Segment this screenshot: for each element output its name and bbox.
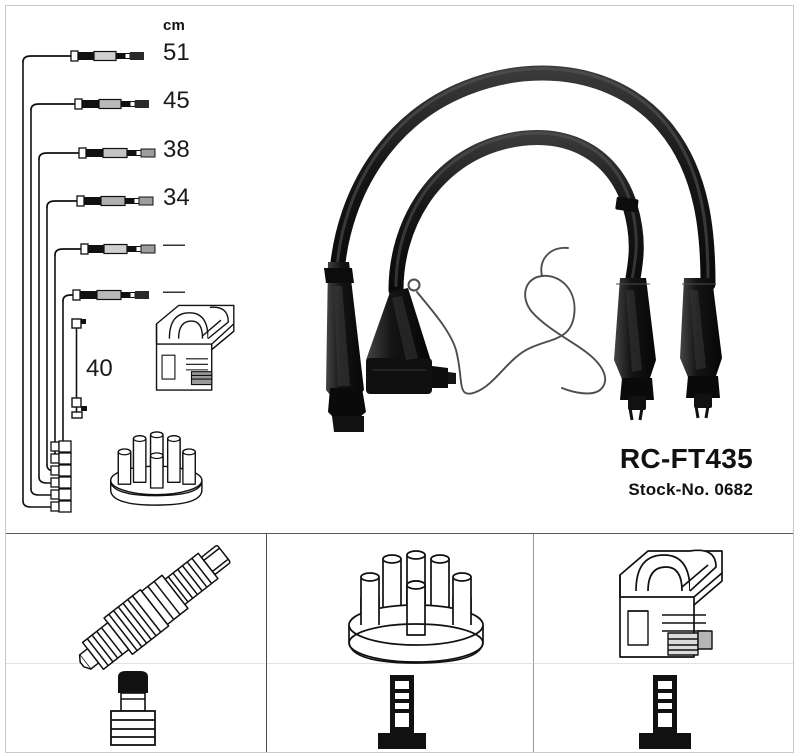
cable-retainer-clip	[615, 196, 639, 213]
lead-row-4	[46, 195, 154, 208]
lead-row-5	[54, 243, 156, 256]
thin-trigger-wire	[416, 246, 607, 395]
frame-left-rule-top	[5, 5, 6, 534]
spark-plug-boot-middle	[614, 278, 656, 421]
spark-plug-boot-right	[680, 278, 722, 419]
coil-terminal-icon	[639, 675, 691, 749]
cable-inner	[388, 130, 644, 298]
lead-length-5: —	[163, 231, 185, 256]
lead-row-3	[38, 147, 156, 160]
frame-top-rule	[5, 5, 794, 6]
ignition-coil-art	[619, 549, 723, 749]
spark-plug-boot-left	[324, 262, 366, 432]
cable-inner-highlight	[394, 131, 638, 287]
distributor-cap-icon	[109, 431, 203, 506]
panel-divider-right	[533, 534, 534, 752]
frame-right-rule-top	[793, 5, 794, 534]
lead-length-3: 38	[163, 136, 190, 163]
panel-coil-connection	[534, 535, 793, 753]
panel-distributor-connection	[267, 535, 532, 753]
ignition-coil-icon	[619, 549, 723, 658]
panel-divider-left	[266, 534, 267, 752]
coil-lead-length: 40	[86, 355, 113, 382]
frame-right-rule-bottom	[793, 533, 794, 752]
cable-set-drawing	[324, 65, 722, 432]
spark-plug-art	[78, 545, 231, 746]
panel-spark-plug-connection	[6, 535, 265, 753]
product-caption: RC-FT435 Stock-No. 0682	[620, 444, 753, 500]
panel-inner-divider	[267, 663, 532, 664]
schematic-drawing	[22, 50, 235, 513]
product-photo	[280, 40, 790, 440]
lead-row-1	[22, 50, 144, 63]
lead-length-6: —	[163, 278, 185, 303]
lead-length-1: 51	[163, 39, 190, 66]
frame-left-rule-bottom	[5, 533, 6, 752]
unit-label: cm	[163, 17, 186, 34]
coil-module-icon	[155, 304, 235, 391]
spark-plug-icon	[78, 545, 231, 670]
frame-mid-divider	[5, 533, 794, 534]
spark-plug-boot-icon	[110, 671, 156, 746]
product-stock-number: Stock-No. 0682	[628, 480, 753, 500]
wire-eyelet	[407, 278, 421, 292]
lead-length-4: 34	[163, 184, 190, 211]
distributor-cap-icon	[348, 550, 484, 664]
cable-outer-highlight	[335, 67, 710, 281]
product-name: RC-FT435	[619, 443, 753, 474]
wiring-schematic	[5, 6, 266, 533]
coil-lead	[71, 318, 87, 419]
panel-inner-divider	[6, 663, 265, 664]
lead-rows	[22, 50, 156, 302]
lead-length-2: 45	[163, 87, 190, 114]
right-angle-coil-boot	[366, 288, 456, 394]
distributor-terminal-icon	[378, 675, 426, 749]
lead-row-2	[30, 98, 149, 111]
lead-row-6	[62, 289, 149, 302]
panel-inner-divider	[534, 663, 793, 664]
frame-bottom-rule	[5, 752, 794, 753]
distributor-cap-art	[348, 550, 484, 749]
harness-terminals	[22, 440, 72, 513]
